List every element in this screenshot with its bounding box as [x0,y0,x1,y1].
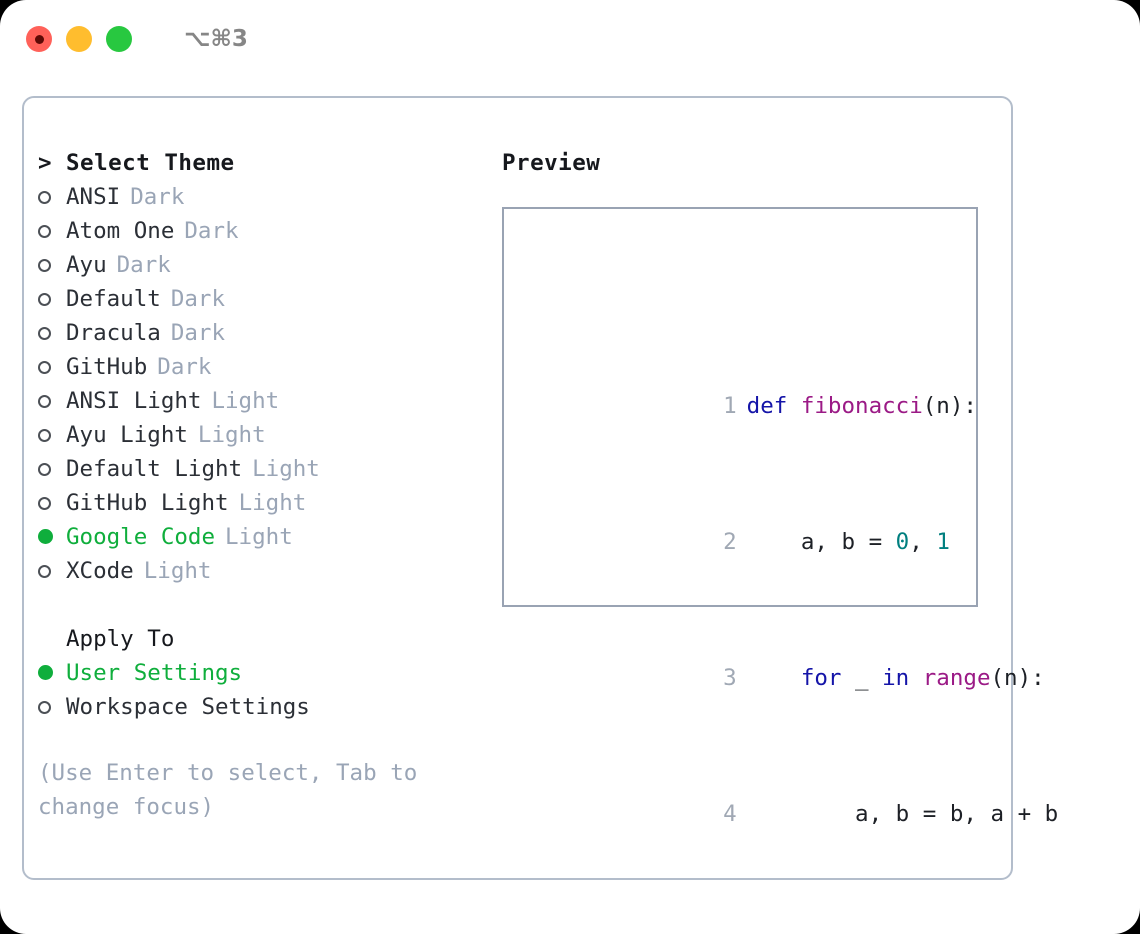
theme-option-label: Ayu [66,252,107,278]
theme-option-tag: Light [211,388,280,414]
radio-unselected-icon[interactable] [38,350,66,384]
theme-option-tag: Dark [116,252,171,278]
theme-option-default[interactable]: Default Dark [38,282,488,316]
theme-option-ayu-light[interactable]: Ayu Light Light [38,418,488,452]
theme-option-ayu[interactable]: Ayu Dark [38,248,488,282]
theme-option-tag: Dark [184,218,239,244]
code-token: 1 [936,529,950,555]
traffic-lights [26,26,132,52]
select-theme-title: Select Theme [66,150,235,176]
zoom-window-button[interactable] [106,26,132,52]
code-token: in [882,665,910,691]
code-token: a, b = [746,529,896,555]
theme-option-label: GitHub Light [66,490,229,516]
code-token: _ [841,665,883,691]
apply-to-option-label: Workspace Settings [66,694,310,720]
radio-unselected-icon[interactable] [38,214,66,248]
select-theme-header: > Select Theme [38,146,488,180]
radio-unselected-icon[interactable] [38,180,66,214]
line-number: 4 [723,801,737,827]
radio-unselected-icon[interactable] [38,418,66,452]
theme-option-tag: Dark [170,320,226,346]
theme-option-ansi[interactable]: ANSI Dark [38,180,488,214]
code-token: (n): [922,393,977,419]
code-token: a, b = b, a + b [746,801,1059,827]
main-panel: > Select Theme ANSI Dark Atom One Dark A… [22,96,1058,880]
radio-unselected-icon[interactable] [38,282,66,316]
theme-option-xcode[interactable]: XCode Light [38,554,488,588]
keyboard-hint-text: (Use Enter to select, Tab to change focu… [38,760,418,820]
theme-option-tag: Light [252,456,320,482]
radio-unselected-icon[interactable] [38,452,66,486]
keyboard-shortcut-label: ⌥⌘3 [184,26,248,52]
theme-option-label: GitHub [66,354,148,380]
list-spacer [38,588,488,622]
theme-option-label: XCode [66,558,134,584]
theme-option-tag: Dark [170,286,226,312]
theme-option-label: Default [66,286,161,312]
theme-picker-column: > Select Theme ANSI Dark Atom One Dark A… [38,146,488,824]
radio-selected-icon[interactable] [38,520,66,554]
code-token: (n): [990,665,1045,691]
apply-to-option-user-settings[interactable]: User Settings [38,656,488,690]
theme-option-default-light[interactable]: Default Light Light [38,452,488,486]
code-token: , [909,529,937,555]
theme-option-tag: Light [197,422,266,448]
theme-option-label: ANSI [66,184,121,210]
theme-option-tag: Light [143,558,212,584]
line-number: 1 [723,393,737,419]
theme-option-ansi-light[interactable]: ANSI Light Light [38,384,488,418]
theme-option-google-code[interactable]: Google Code Light [38,520,488,554]
radio-unselected-icon[interactable] [38,554,66,588]
radio-unselected-icon[interactable] [38,690,66,724]
minimize-window-button[interactable] [66,26,92,52]
preview-title: Preview [502,150,601,176]
code-line: 3 for _ in range(n): [521,627,1085,691]
code-line: 5 return a [521,899,1085,933]
prompt-caret-icon: > [38,150,52,176]
apply-to-option-label: User Settings [66,660,243,686]
theme-option-github-light[interactable]: GitHub Light Light [38,486,488,520]
theme-option-label: Atom One [66,218,175,244]
code-token [909,665,923,691]
code-token: for [800,665,842,691]
radio-unselected-icon[interactable] [38,384,66,418]
theme-option-label: Ayu Light [66,422,188,448]
apply-to-title: Apply To [66,626,175,652]
theme-option-atom-one[interactable]: Atom One Dark [38,214,488,248]
theme-option-label: Default Light [66,456,243,482]
line-number: 2 [723,529,737,555]
theme-option-github[interactable]: GitHub Dark [38,350,488,384]
code-token: def [746,393,788,419]
code-line: 4 a, b = b, a + b [521,763,1085,827]
radio-unselected-icon[interactable] [38,486,66,520]
radio-unselected-icon[interactable] [38,248,66,282]
apply-to-option-workspace-settings[interactable]: Workspace Settings [38,690,488,724]
line-number: 3 [723,665,737,691]
code-line: 1 def fibonacci(n): [521,355,1085,419]
theme-option-dracula[interactable]: Dracula Dark [38,316,488,350]
code-token: fibonacci [800,393,923,419]
window-titlebar: ⌥⌘3 [0,0,1140,78]
code-token [747,665,801,691]
code-token [787,393,801,419]
theme-option-label: Dracula [66,320,161,346]
theme-option-label: Google Code [66,524,216,550]
theme-option-tag: Light [225,524,293,550]
radio-unselected-icon[interactable] [38,316,66,350]
apply-to-section-title: o Apply To [38,622,488,656]
theme-option-label: ANSI Light [66,388,202,414]
theme-option-tag: Light [238,490,307,516]
radio-selected-icon[interactable] [38,656,66,690]
theme-option-tag: Dark [157,354,212,380]
code-token: range [922,665,991,691]
code-token: 0 [895,529,910,555]
close-window-button[interactable] [26,26,52,52]
theme-option-tag: Dark [130,184,185,210]
code-line: 2 a, b = 0, 1 [521,491,1085,555]
